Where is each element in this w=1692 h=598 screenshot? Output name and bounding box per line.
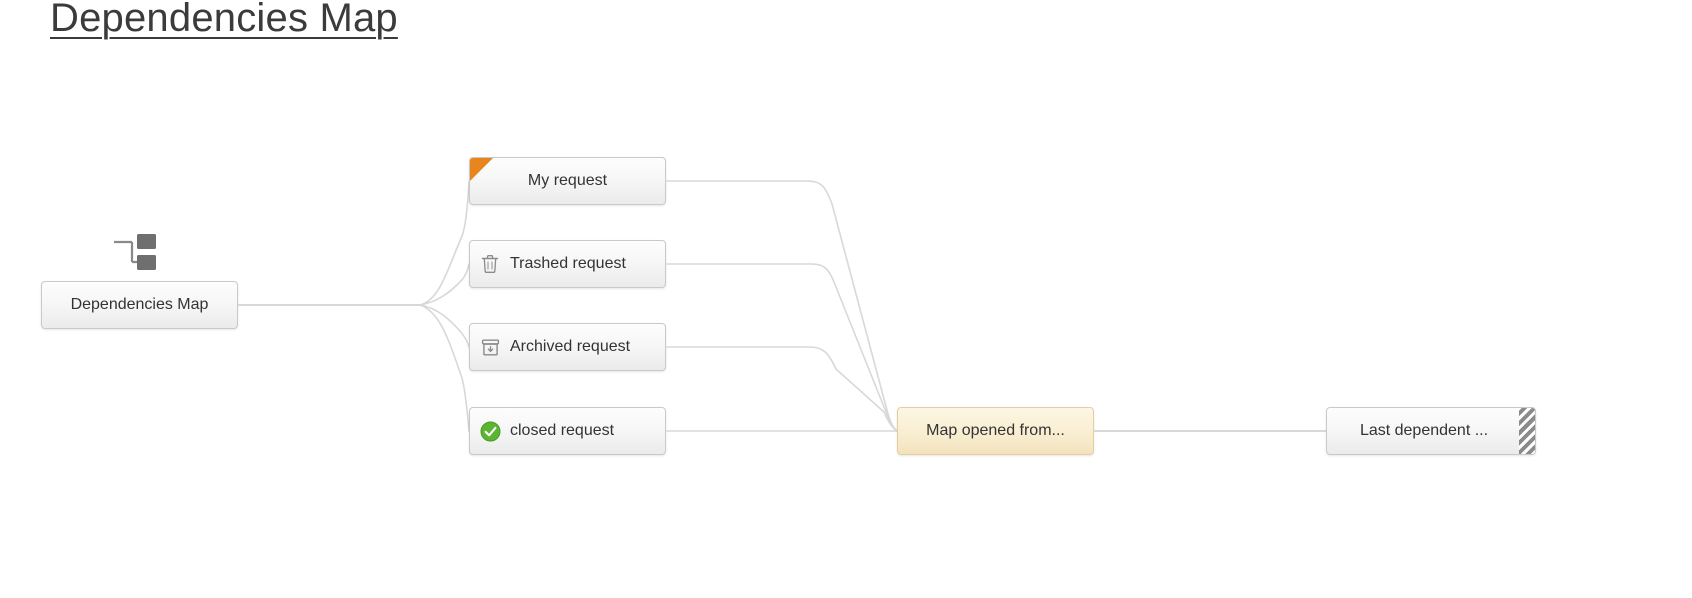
orange-corner-flag-icon <box>470 158 493 181</box>
archive-icon <box>470 338 510 357</box>
node-label: Last dependent ... <box>1359 422 1489 439</box>
node-label: Trashed request <box>510 255 626 272</box>
node-my-request[interactable]: My request <box>469 157 666 205</box>
page-title: Dependencies Map <box>50 0 398 40</box>
node-label: Archived request <box>510 338 631 355</box>
node-archived-request[interactable]: Archived request <box>469 323 666 371</box>
node-label: Dependencies Map <box>70 296 209 313</box>
hierarchy-icon <box>112 231 158 273</box>
edge-root-to-trashed <box>419 263 470 306</box>
clipped-edge-hatch-icon <box>1519 408 1535 454</box>
node-label: My request <box>527 172 608 189</box>
edge-my-request-to-map-opened <box>666 180 898 432</box>
trash-icon <box>470 254 510 274</box>
node-map-opened-from[interactable]: Map opened from... <box>897 407 1094 455</box>
edge-trashed-to-map-opened <box>666 263 898 432</box>
edge-root-to-archived <box>419 304 470 348</box>
edge-root-to-my-request <box>419 181 470 306</box>
node-dependencies-map[interactable]: Dependencies Map <box>41 281 238 329</box>
edge-archived-to-map-opened <box>666 346 898 432</box>
node-trashed-request[interactable]: Trashed request <box>469 240 666 288</box>
check-circle-icon <box>470 421 510 442</box>
node-last-dependent[interactable]: Last dependent ... <box>1326 407 1536 455</box>
edge-root-to-closed <box>419 304 470 432</box>
node-label: closed request <box>510 422 615 439</box>
node-label: Map opened from... <box>926 422 1065 439</box>
node-closed-request[interactable]: closed request <box>469 407 666 455</box>
